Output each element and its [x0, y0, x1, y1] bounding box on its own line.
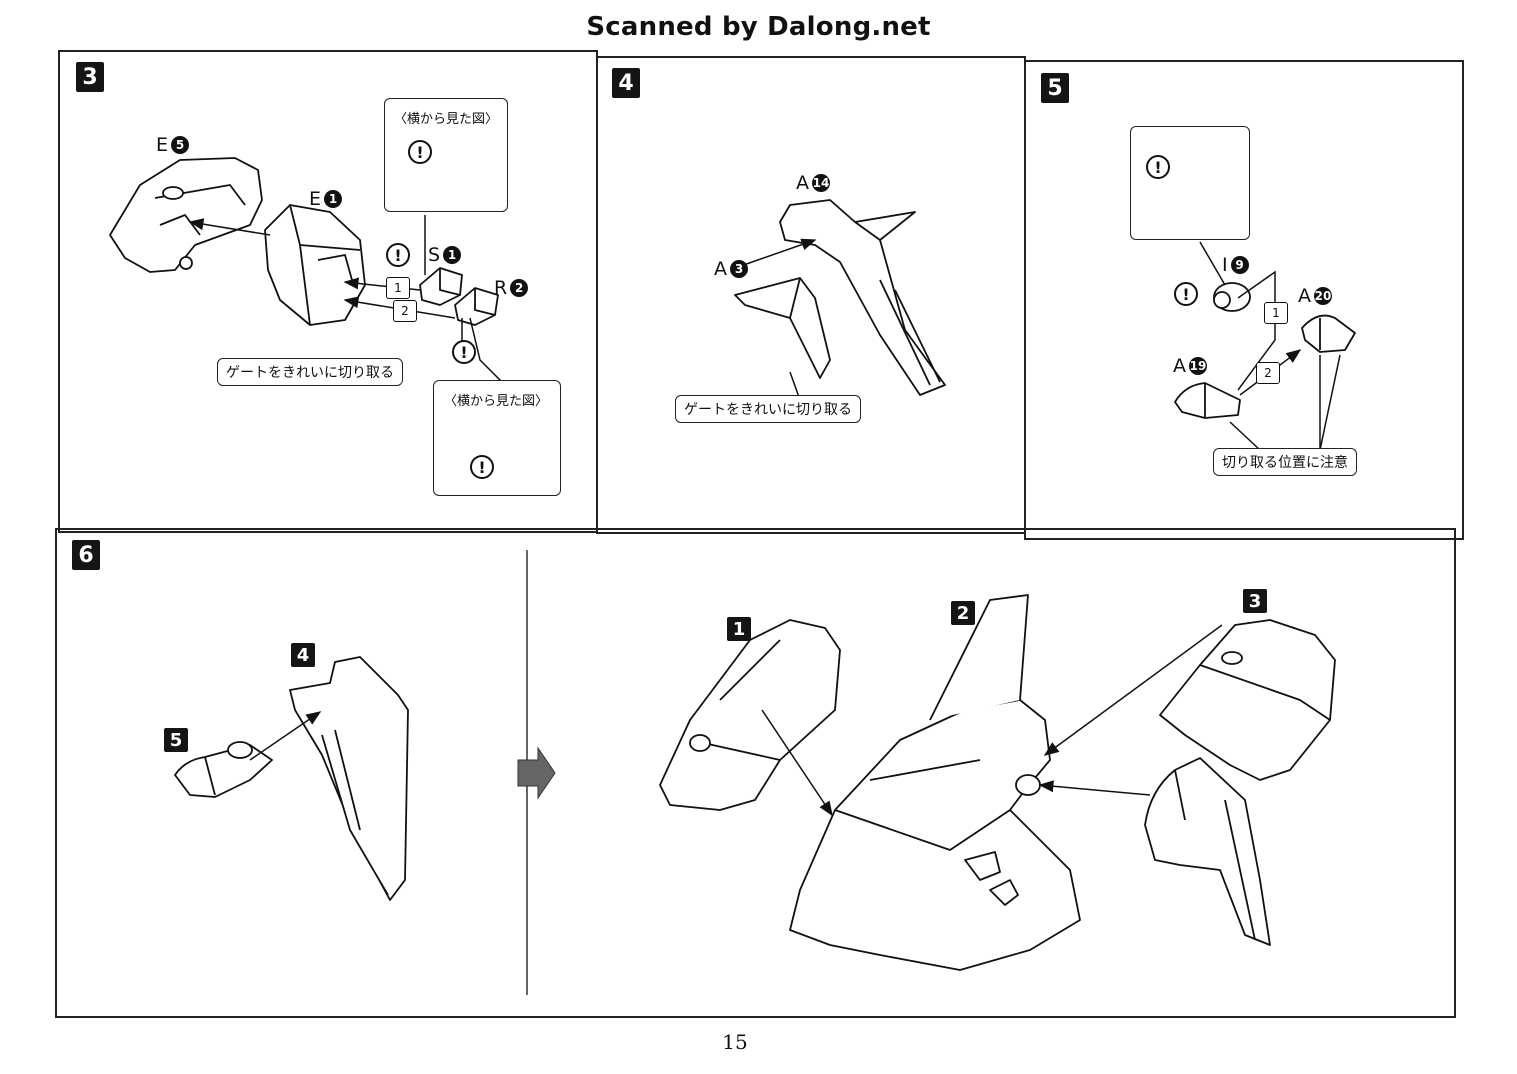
part-1-cockpit: [659, 619, 841, 811]
page-header: Scanned by Dalong.net: [586, 12, 931, 42]
part-4-wing-assembly: [289, 656, 409, 901]
part-a14-wing: [779, 199, 946, 396]
side-view-box-2: [433, 380, 561, 496]
order-step-1: 1: [386, 277, 410, 299]
warning-icon: !: [386, 243, 410, 267]
part-5-pod-assembly: [174, 741, 273, 798]
sub-step-2-badge: 2: [951, 601, 975, 625]
gate-note-4: ゲートをきれいに切り取る: [675, 395, 861, 423]
part-a19-pod: [1174, 382, 1241, 419]
warning-icon: !: [470, 455, 494, 479]
side-view-title-2: 〈横から見た図〉: [444, 394, 549, 409]
step-3-badge: 3: [76, 62, 104, 92]
part-e5-shell: [109, 157, 263, 273]
main-body-fuselage: [789, 594, 1081, 971]
side-view-box-5: [1130, 126, 1250, 240]
part-3-upper-shell: [1159, 619, 1336, 781]
warning-icon: !: [452, 340, 476, 364]
step-4-badge: 4: [612, 68, 640, 98]
step-6-badge: 6: [72, 540, 100, 570]
part-i9-nozzle: [1213, 282, 1251, 312]
part-e1-block: [264, 204, 366, 326]
part-wing-lower: [1144, 757, 1271, 946]
flow-arrow: [517, 746, 556, 800]
warning-icon: !: [1174, 282, 1198, 306]
order-step-1: 1: [1264, 302, 1288, 324]
sub-step-3-badge: 3: [1243, 589, 1267, 613]
warning-icon: !: [408, 140, 432, 164]
step-6-panel: [55, 528, 1456, 1018]
sub-step-5-badge: 5: [164, 728, 188, 752]
part-r2-small: [454, 287, 499, 326]
side-view-box-1: [384, 98, 508, 212]
gate-note-3: ゲートをきれいに切り取る: [217, 358, 403, 386]
page-number: 15: [722, 1030, 748, 1054]
warning-icon: !: [1146, 155, 1170, 179]
step-5-panel: [1024, 60, 1464, 540]
part-a20-pod: [1301, 314, 1356, 353]
nozzle-on-body: [1015, 774, 1041, 796]
part-a3-panel: [734, 277, 831, 379]
side-view-title-1: 〈横から見た図〉: [394, 112, 499, 127]
order-step-2: 2: [393, 300, 417, 322]
sub-step-4-badge: 4: [291, 643, 315, 667]
order-step-2: 2: [1256, 362, 1280, 384]
cut-position-note: 切り取る位置に注意: [1213, 448, 1357, 476]
sub-step-1-badge: 1: [727, 617, 751, 641]
part-s1-small: [419, 267, 463, 306]
step-5-badge: 5: [1041, 73, 1069, 103]
